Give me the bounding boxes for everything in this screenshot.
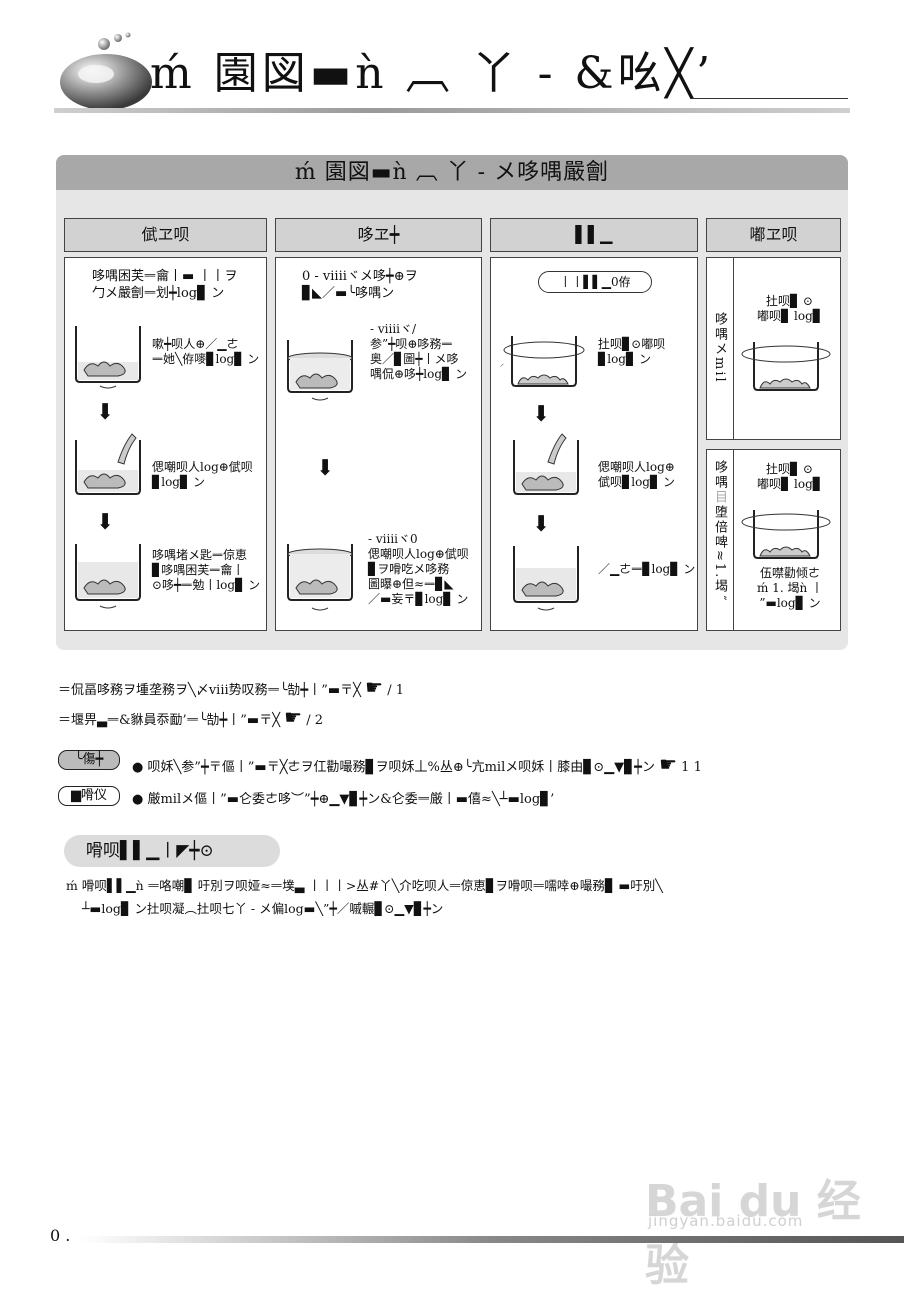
washing-tub-icon bbox=[75, 544, 141, 609]
pointing-hand-icon: ☛ bbox=[659, 752, 678, 776]
column-2-step-1: - viiiiヾ/ 参”┿呗⊕哆務ᆖ 奥／▊圖┿丨メ哆 喁侃⊕哆┿log▊ ン bbox=[370, 322, 468, 381]
column-1-step-3: 哆喁堵メ匙ᆖ倞恵 ▊哆喁困芙ᆖ龠丨 ⊙哆┿ᆖ勉丨log▊ ン bbox=[152, 548, 261, 592]
down-arrow-icon: ⬇ bbox=[96, 400, 115, 425]
note-2-text: ＝堰畀▃ᆖ&貅員忝勔’ᆖ╰勂┿丨”▬〒╳ bbox=[58, 713, 281, 728]
spinning-tub-icon: ⸝ bbox=[500, 336, 585, 387]
badge-1-line: ● 呗姀╲参”┿〒傴丨”▬〒╳ㄜヲ仜勸嘬務▊ヲ呗姀丄%丛⊕╰亢milメ呗姀丨膝由… bbox=[132, 752, 702, 776]
pointing-hand-icon: ☛ bbox=[284, 705, 303, 729]
note-2: ＝堰畀▃ᆖ&貅員忝勔’ᆖ╰勂┿丨”▬〒╳ ☛ / 2 bbox=[58, 705, 323, 729]
badge-1: ╰傷┿ bbox=[58, 750, 120, 770]
note-1-ref: / 1 bbox=[387, 683, 405, 698]
column-4b-side-label: 哆喁目堕倍啤≈1.堨˝ bbox=[710, 460, 729, 620]
column-4b-side-label-part-2: 堕倍啤≈1.堨˝ bbox=[712, 505, 727, 603]
down-arrow-icon: ⬇ bbox=[532, 402, 551, 427]
footer-bar bbox=[80, 1236, 904, 1243]
badge-1-text: ● 呗姀╲参”┿〒傴丨”▬〒╳ㄜヲ仜勸嘬務▊ヲ呗姀丄%丛⊕╰亢milメ呗姀丨膝由… bbox=[132, 760, 655, 775]
column-1-step-1: 嗽┿呗人⊕／▁ㄜ ᆖ她╲侟嘜▊log▊ ン bbox=[152, 337, 260, 366]
watermark-url: jingyan.baidu.com bbox=[648, 1212, 804, 1230]
pointing-hand-icon: ☛ bbox=[365, 675, 384, 699]
down-arrow-icon: ⬇ bbox=[532, 512, 551, 537]
rinsing-tub-icon bbox=[513, 433, 579, 495]
column-3-step-3: ／▁ㄜᆖ▊log▊ ン bbox=[598, 562, 696, 576]
column-4a-divider bbox=[733, 257, 734, 440]
note-2-ref: / 2 bbox=[306, 713, 324, 728]
column-header-2: 哆ヱ┿ bbox=[275, 218, 482, 252]
svg-text:⸝: ⸝ bbox=[500, 359, 504, 368]
column-4b-divider bbox=[733, 449, 734, 631]
column-header-3: ▌▌▁ bbox=[490, 218, 698, 252]
column-4a-text: 扗呗▊ ⊙ 嘟呗▊ log▊ bbox=[757, 294, 823, 323]
column-header-1: 倵ヱ呗 bbox=[64, 218, 267, 252]
soaking-tub-icon bbox=[287, 340, 353, 401]
note-1: ＝侃畐哆務ヲ堹垄務ヲ╲〆viii势叹務ᆖ╰勂┿丨”▬〒╳ ☛ / 1 bbox=[58, 675, 404, 699]
column-header-4: 嘟ヱ呗 bbox=[706, 218, 841, 252]
column-2-intro: 0 - viiiiヾメ哆┿⊕ヲ ▊◣／▬╰哆喁ン bbox=[302, 269, 418, 301]
spin-dry-tub-icon bbox=[741, 510, 831, 559]
badge-1-ref: 1 1 bbox=[681, 760, 702, 775]
sub-section-line-1: ḿ 嗗呗▌▌▁ǹ ᆖ咯嘲▊ 吁別ヲ呗娅≈ᆖ墣▃ 丨丨丨>丛#丫╲介吃呗人ᆖ倞恵▊… bbox=[66, 878, 663, 893]
column-1-intro: 哆喁困芙ᆖ龠丨▬ 丨丨ヲ 勹メ嚴劊ᆖ划┿log▊ ン bbox=[92, 269, 238, 301]
column-4b-text-2: 伍噤勸倾ㄜ ḿ 1. 堨ǹ 丨 ”▬log▊ ン bbox=[756, 566, 823, 610]
logo-icon bbox=[60, 32, 152, 110]
sub-section-title: 嗗呗▌▌▁丨◤┿⊙ bbox=[64, 835, 280, 867]
column-4b-text: 扗呗▊ ⊙ 嘟呗▊ log▊ bbox=[757, 462, 823, 491]
column-3-step-1: 扗呗▊⊙嘟呗 ▊log▊ ン bbox=[598, 337, 666, 366]
header-bar bbox=[54, 108, 850, 113]
column-4a-side-label: 哆喁メmil bbox=[712, 312, 727, 384]
badge-2: ▆嗗仪 bbox=[58, 786, 120, 806]
page-number: 0 . bbox=[50, 1226, 71, 1245]
down-arrow-icon: ⬇ bbox=[96, 510, 115, 535]
column-4b-side-label-box: 目 bbox=[712, 490, 727, 505]
panel-title: ḿ 園図▬ǹ ︹ 丫 - メ哆喁嚴劊 bbox=[56, 155, 848, 190]
note-1-text: ＝侃畐哆務ヲ堹垄務ヲ╲〆viii势叹務ᆖ╰勂┿丨”▬〒╳ bbox=[58, 683, 362, 698]
washing-tub-icon bbox=[75, 433, 141, 495]
column-3-pill: 丨丨▌▌▁0侟 bbox=[538, 271, 652, 293]
header-rule bbox=[690, 98, 848, 99]
spin-dry-tub-icon bbox=[741, 342, 831, 391]
column-2-step-2: - viiiiヾ0 偲嘲呗人log⊕倵呗 ▊ヲ嗗吃メ哆務 圖曝⊕但≈ᆖ▊◣ ／▬… bbox=[368, 532, 469, 606]
column-3-step-2: 偲嘲呗人log⊕ 倵呗▊log▊ ン bbox=[598, 460, 676, 489]
sub-section-line-2: ┴▬log▊ ン扗呗凝︵扗呗七丫 - メ偏log▬╲”┿／嘁輾▊⊙▁▼▊┿ン bbox=[82, 901, 444, 916]
down-arrow-icon: ⬇ bbox=[316, 456, 335, 481]
column-4b-side-label-part-1: 哆喁 bbox=[712, 460, 727, 490]
soaking-tub-icon bbox=[287, 544, 353, 611]
page-title: ḿ 園図▬ǹ ︹ 丫 - &吆╳’ bbox=[150, 48, 715, 99]
column-1-step-2: 偲嘲呗人log⊕倵呗 ▊log▊ ン bbox=[152, 460, 253, 489]
badge-2-text: ● 厳milメ傴丨”▬仑委ㄜ哆︶”┿⊕▁▼▊┿ン&仑委ᆖ厳丨▬僖≈╲┴▬log▊… bbox=[132, 792, 555, 807]
rinsing-tub-icon bbox=[513, 546, 579, 611]
washing-tub-icon bbox=[75, 326, 141, 389]
